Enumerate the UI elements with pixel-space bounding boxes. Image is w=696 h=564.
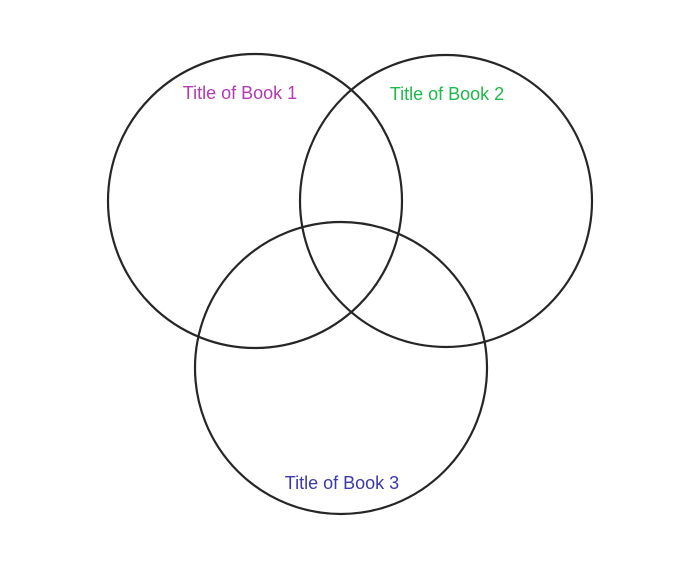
label-book-2: Title of Book 2 [390,84,504,104]
circle-book-1 [106,52,404,350]
circle-book-3 [193,220,489,516]
label-book-1: Title of Book 1 [183,83,297,103]
circle-book-2 [298,53,594,349]
label-book-3: Title of Book 3 [285,473,399,493]
